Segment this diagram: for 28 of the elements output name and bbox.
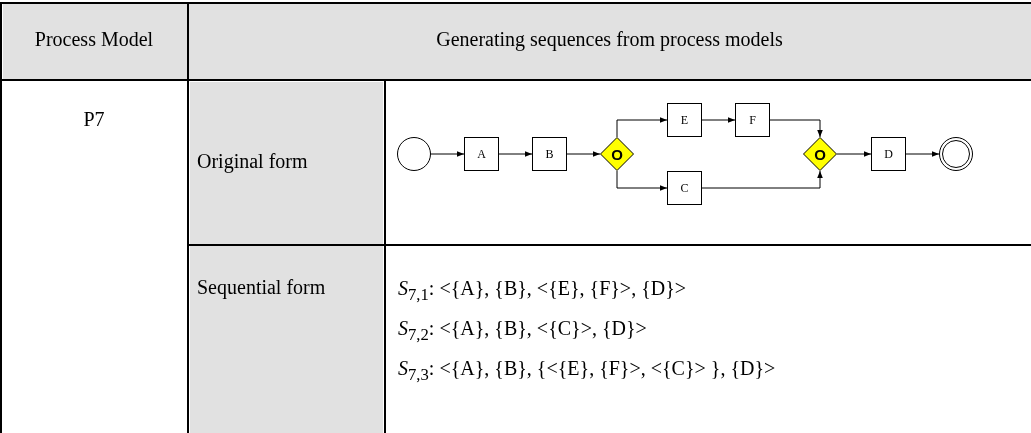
task-box: F bbox=[735, 103, 770, 137]
gateway-diamond: O bbox=[600, 137, 634, 171]
task-box: C bbox=[667, 171, 702, 205]
end-event-circle bbox=[939, 137, 973, 171]
task-box: E bbox=[667, 103, 702, 137]
start-event-circle bbox=[397, 137, 431, 171]
arrow bbox=[430, 151, 465, 157]
task-box: D bbox=[871, 137, 906, 171]
arrow bbox=[769, 119, 823, 138]
task-box: A bbox=[464, 137, 499, 171]
arrow bbox=[905, 151, 940, 157]
arrow bbox=[566, 151, 601, 157]
column-header: Generating sequences from process models bbox=[435, 28, 784, 51]
arrow bbox=[701, 170, 823, 189]
task-box: B bbox=[532, 137, 567, 171]
arrow bbox=[701, 117, 736, 123]
sequence-text: S$_{7,3}$: <{A}, {B}, {<{E}, {F}>, <{C}> }, {D}> bbox=[398, 357, 776, 385]
arrow bbox=[836, 151, 872, 157]
column-header: Process Model bbox=[33, 28, 155, 51]
sequence-text: S$_{7,2}$: <{A}, {B}, <{C}>, {D}> bbox=[398, 317, 647, 345]
row-header: Original form bbox=[197, 150, 308, 173]
model-name: P7 bbox=[82, 108, 106, 131]
arrow bbox=[616, 170, 668, 191]
arrow bbox=[498, 151, 533, 157]
arrow bbox=[616, 117, 668, 138]
sequence-text: S$_{7,1}$: <{A}, {B}, <{E}, {F}>, {D}> bbox=[398, 277, 687, 305]
gateway-diamond: O bbox=[803, 137, 837, 171]
row-header: Sequential form bbox=[197, 276, 326, 299]
